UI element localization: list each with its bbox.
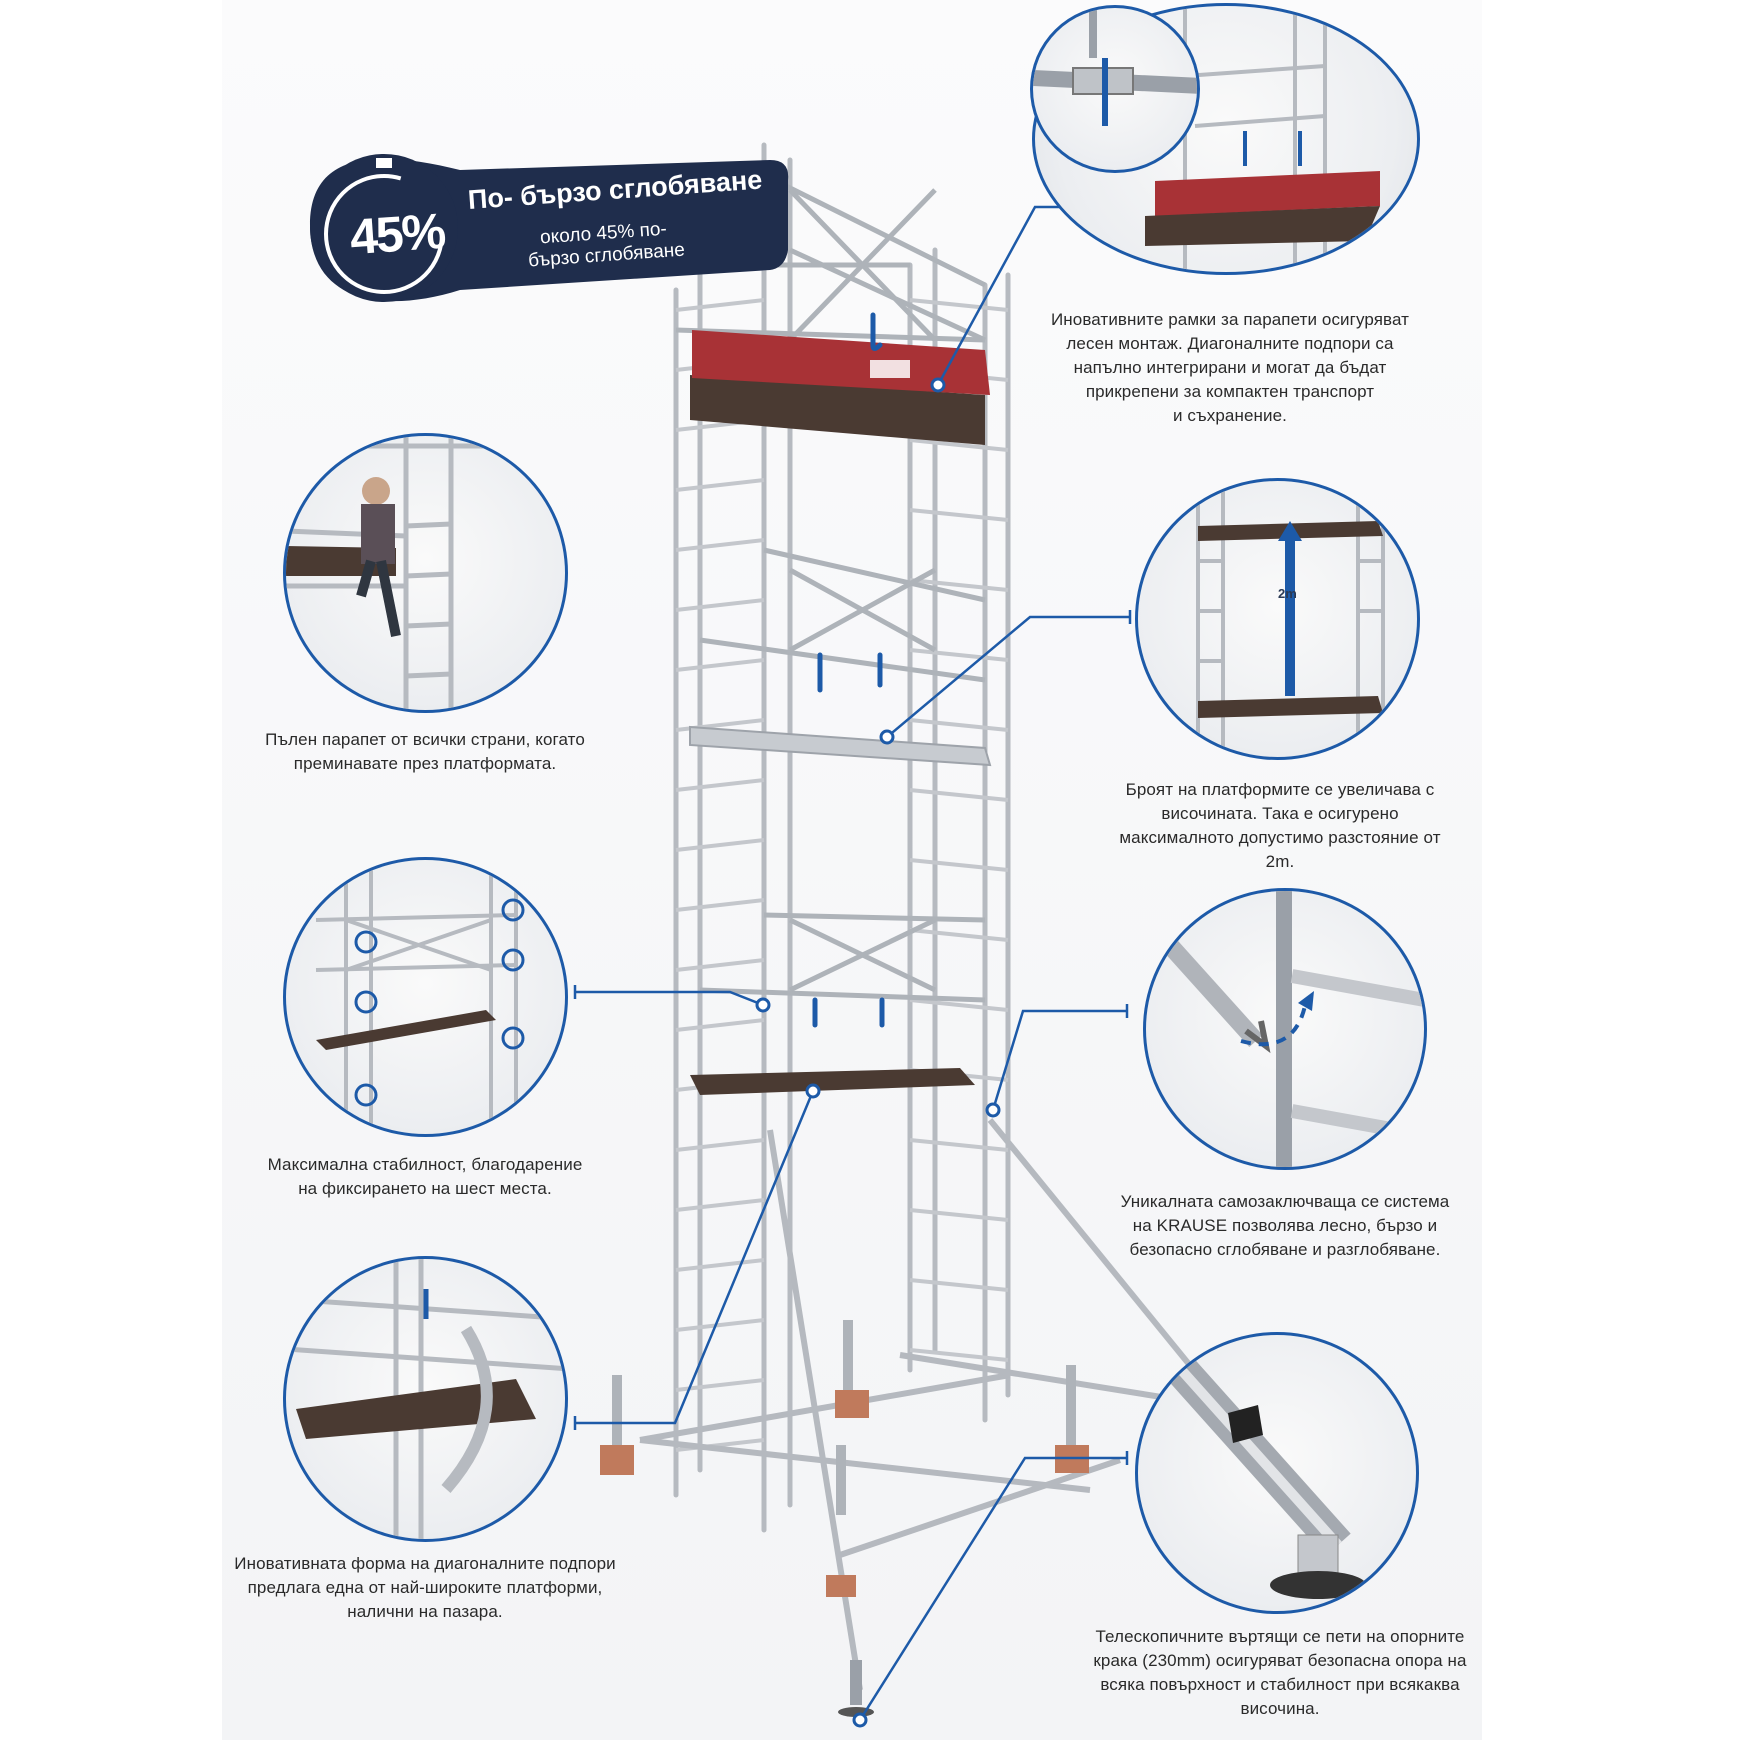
speed-badge [310,154,789,302]
caption-guardrail-frames: Иновативните рамки за парапети осигурява… [1050,310,1410,425]
middle-platform [689,725,992,767]
blue-latches [812,312,885,1028]
detail-circle-self-locking [1143,888,1427,1170]
detail-circle-diagonal-shape [283,1256,568,1542]
ladder-rungs [675,298,1009,1452]
detail-circle-guardrail-frames [1032,3,1420,275]
guardrails [675,172,987,1003]
detail-circle-stability [283,857,568,1137]
callout-dots [755,377,1001,1728]
top-platform [690,330,990,445]
castors [600,1320,1089,1717]
caption-telescopic-feet: Телескопичните въртящи се пети на опорни… [1093,1627,1467,1718]
lower-platform [690,1068,975,1095]
detail-circle-climber [283,433,568,713]
badge-percent: 45% [348,202,446,266]
detail-circle-platform-spacing [1135,478,1420,760]
caption-diagonal-shape: Иновативната форма на диагоналните подпо… [234,1554,616,1621]
detail-circle-telescopic-foot [1135,1332,1419,1614]
height-label: 2m [1278,586,1297,601]
detail-inset-hook [1030,5,1200,173]
